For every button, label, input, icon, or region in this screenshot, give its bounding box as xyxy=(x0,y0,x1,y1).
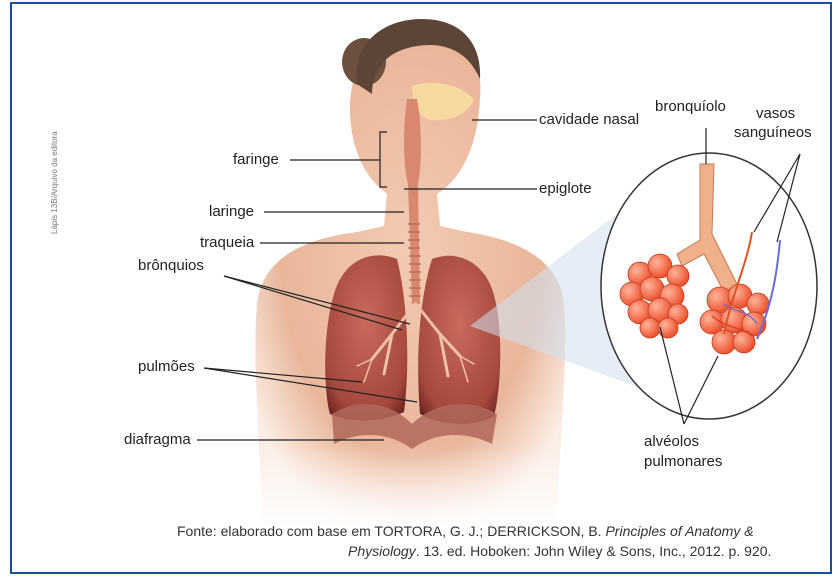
label-faringe: faringe xyxy=(233,152,279,169)
source-line-2: Physiology. 13. ed. Hoboken: John Wiley … xyxy=(348,542,771,561)
label-pulmonares: pulmonares xyxy=(644,454,722,471)
magnified-alveoli-circle xyxy=(601,153,817,419)
label-cavidade-nasal: cavidade nasal xyxy=(539,112,639,129)
source-prefix: Fonte: elaborado com base em TORTORA, G.… xyxy=(177,523,605,539)
label-laringe: laringe xyxy=(209,204,254,221)
source-title-2: Physiology xyxy=(348,543,416,559)
label-diafragma: diafragma xyxy=(124,432,191,449)
label-sanguineos: sanguíneos xyxy=(734,125,812,142)
label-bronquiolo: bronquíolo xyxy=(655,99,726,116)
label-vasos: vasos xyxy=(756,106,795,123)
figure-frame: Lápis 13B/Arquivo da editora cavidade na… xyxy=(10,2,832,574)
label-epiglote: epiglote xyxy=(539,181,592,198)
label-bronquios: brônquios xyxy=(138,258,204,275)
source-title-1: Principles of Anatomy & xyxy=(605,523,753,539)
label-alveolos: alvéolos xyxy=(644,434,699,451)
label-traqueia: traqueia xyxy=(200,235,254,252)
label-pulmoes: pulmões xyxy=(138,359,195,376)
image-credit: Lápis 13B/Arquivo da editora xyxy=(50,131,59,234)
source-suffix: . 13. ed. Hoboken: John Wiley & Sons, In… xyxy=(416,543,772,559)
source-line-1: Fonte: elaborado com base em TORTORA, G.… xyxy=(177,522,754,541)
respiratory-illustration xyxy=(12,4,832,574)
